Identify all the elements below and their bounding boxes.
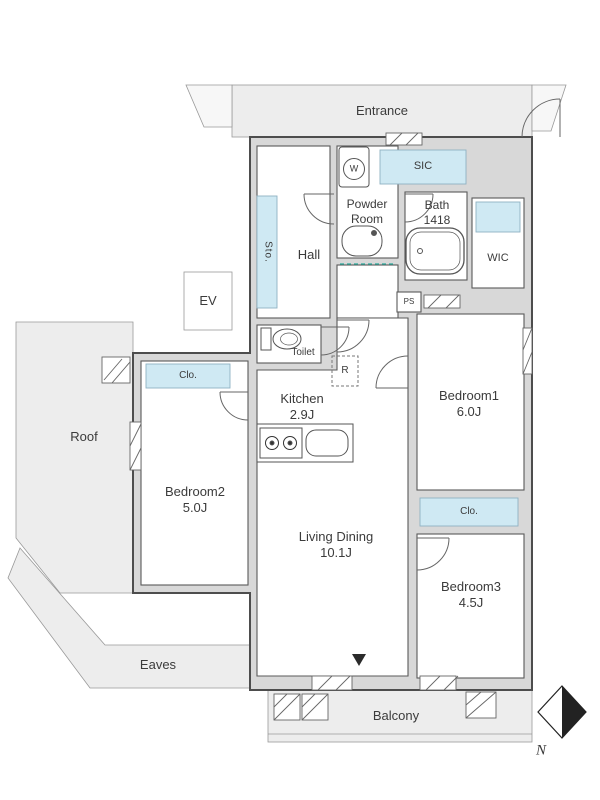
fixtures	[256, 146, 465, 463]
entrance-floor	[231, 84, 533, 138]
bedroom3-closet-label: Clo.	[460, 505, 478, 517]
refrigerator-label: R	[341, 364, 349, 376]
vanity-faucet-icon	[371, 230, 377, 236]
bedroom1-door-arc	[375, 355, 409, 389]
corridor-floor	[336, 264, 399, 319]
kitchen-sink-icon	[305, 429, 349, 457]
storage-label: Sto.	[262, 241, 274, 263]
window-marker	[129, 421, 142, 471]
kitchen-door-arc	[336, 319, 370, 353]
hall-label: Hall	[297, 246, 321, 262]
vanity-sink-icon	[341, 225, 383, 257]
entrance-door-arc	[521, 98, 561, 138]
toilet-tank-icon	[260, 327, 272, 351]
balcony-equipment-pad	[301, 693, 329, 721]
ps-label: PS	[403, 297, 415, 306]
window-marker	[385, 132, 423, 146]
toilet-bowl-inner-icon	[280, 332, 298, 346]
toilet-door-arc	[320, 326, 350, 356]
entrance-flare-left	[185, 84, 233, 128]
entrance-label: Entrance	[355, 102, 409, 118]
washing-machine-drum-icon	[343, 158, 365, 180]
toilet-label: Toilet	[291, 346, 315, 358]
refrigerator-space	[331, 355, 359, 387]
direction-triangle-icon	[352, 654, 366, 666]
roof-label: Roof	[70, 428, 98, 444]
balcony-label: Balcony	[372, 707, 420, 723]
windows	[101, 132, 533, 721]
powder-door-arc	[303, 193, 335, 225]
bedroom3-closet	[419, 497, 519, 527]
burner-left-dot-icon	[269, 440, 275, 446]
closets	[145, 149, 521, 527]
window-marker	[419, 675, 459, 691]
washer-label: W	[349, 163, 359, 174]
compass-north-label: N	[535, 742, 547, 759]
storage-closet	[256, 195, 278, 309]
bedroom3-floor	[416, 533, 525, 679]
burner-right-dot-icon	[287, 440, 293, 446]
window-marker	[101, 356, 131, 384]
compass-dark-half-icon	[562, 686, 586, 738]
bathtub-inner-icon	[409, 231, 461, 271]
sic-label: SIC	[413, 160, 433, 173]
balcony-equipment-pad	[273, 693, 301, 721]
roof-floor	[15, 321, 134, 594]
sic-closet	[379, 149, 467, 185]
powder-room-label: Powder Room	[346, 197, 388, 226]
window-marker	[522, 327, 533, 375]
doors	[219, 98, 561, 571]
ev-label: EV	[199, 292, 217, 308]
kitchen-living-floor	[256, 317, 409, 677]
eaves-label: Eaves	[139, 656, 177, 672]
balcony-equipment-pad	[465, 691, 497, 719]
bedroom2-door-arc	[219, 391, 249, 421]
bath-door-arc	[404, 193, 434, 223]
bedroom2-closet-label: Clo.	[179, 369, 197, 381]
bedroom3-door-arc	[416, 537, 450, 571]
bedroom1-floor	[416, 313, 525, 491]
markers	[352, 654, 587, 739]
window-marker	[311, 675, 353, 691]
window-marker	[423, 294, 461, 309]
bedroom2-closet	[145, 363, 231, 389]
entrance-flare-right	[531, 84, 567, 132]
bath-drain-icon	[417, 248, 423, 254]
bedroom2-floor	[140, 360, 249, 586]
wic-shelf	[475, 201, 521, 233]
ev-shaft	[183, 271, 233, 331]
wic-label: WIC	[487, 252, 509, 265]
ps-box	[396, 291, 422, 313]
